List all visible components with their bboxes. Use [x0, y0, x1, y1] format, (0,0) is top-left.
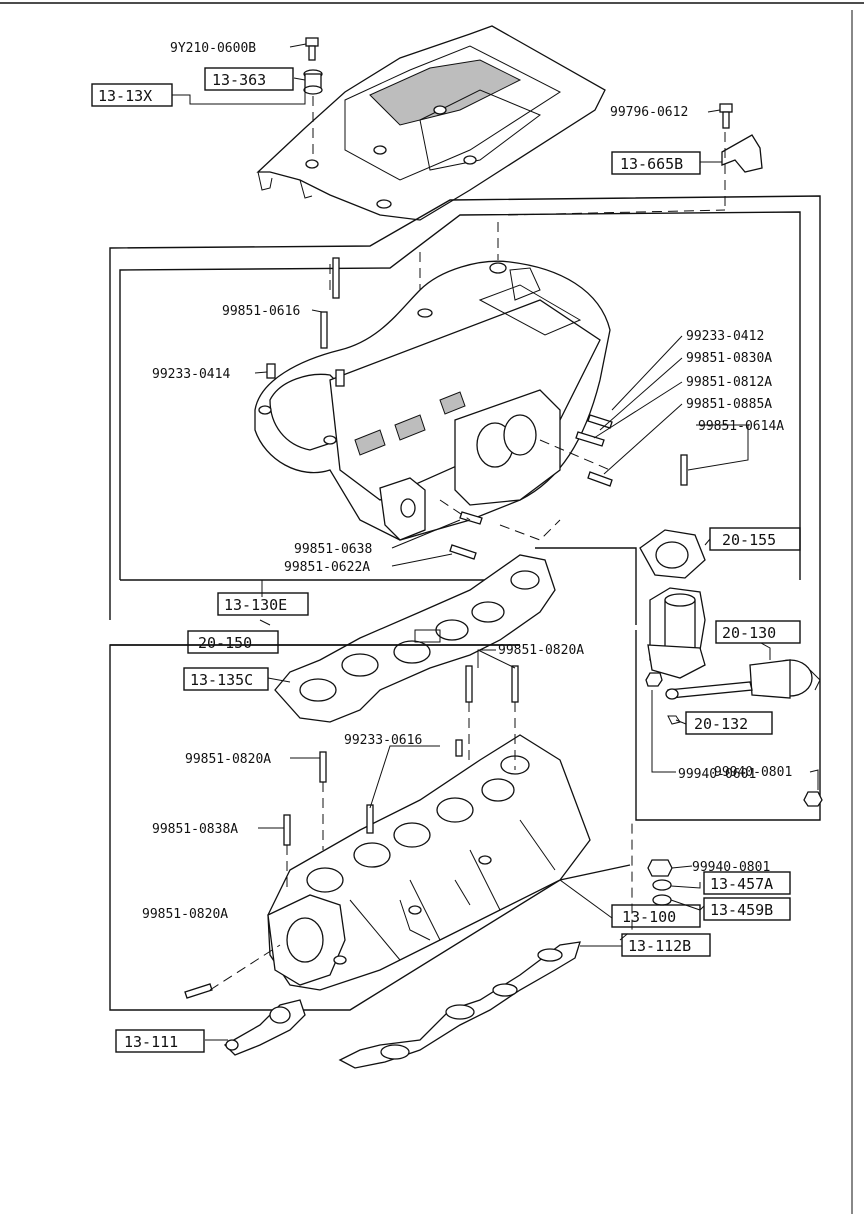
- ref-20-132: 20-132: [694, 715, 748, 733]
- ref-box: [187, 630, 279, 654]
- ref-box: [611, 151, 701, 175]
- ref-box: [183, 667, 269, 691]
- ref-13-130e: 13-130E: [224, 596, 287, 614]
- ref-13-363: 13-363: [212, 71, 266, 89]
- engine-cover: [256, 25, 606, 221]
- gasket-13-112b: [338, 941, 581, 1069]
- bolt-9y210: [305, 37, 319, 61]
- callout-99233-0412: 99233-0412: [686, 329, 764, 344]
- callouts: 9Y210-0600B 99796-0612 99851-0616 99233-…: [142, 41, 792, 922]
- group-outline-20-150: [535, 547, 637, 625]
- callout-99851-0820a-low: 99851-0820A: [142, 907, 228, 922]
- egr-valve-body: [647, 587, 706, 679]
- bracket-13-665b: [719, 103, 763, 173]
- leader-dashed: [329, 209, 726, 290]
- callout-99851-0622a: 99851-0622A: [284, 560, 370, 575]
- ref-13-135c: 13-135C: [190, 671, 253, 689]
- ref-13-112b: 13-112B: [628, 937, 691, 955]
- callout-99851-0838a: 99851-0838A: [152, 822, 238, 837]
- ref-20-150: 20-150: [198, 634, 252, 652]
- ref-box: [715, 620, 801, 644]
- nut-99940-0801: [803, 791, 823, 807]
- gasket-13-111: [223, 999, 306, 1056]
- callout-99851-0830a: 99851-0830A: [686, 351, 772, 366]
- ref-13-665b: 13-665B: [620, 155, 683, 173]
- ref-13-457a: 13-457A: [710, 875, 773, 893]
- nut-99940-0601: [645, 672, 663, 687]
- gasket-20-155: [639, 529, 706, 579]
- boxed-refs: 13-363 13-13X 13-665B 20-155 13-130E 20-…: [91, 67, 801, 1053]
- ref-box: [204, 67, 294, 91]
- ref-box: [91, 83, 173, 107]
- ref-20-130: 20-130: [722, 624, 776, 642]
- ref-box: [611, 904, 701, 928]
- callout-99940-0801-lower: 99940-0801: [692, 860, 770, 875]
- ref-box: [685, 711, 773, 735]
- clip-20-132: [667, 715, 681, 725]
- callout-99851-0638: 99851-0638: [294, 542, 372, 557]
- pin-99233-0414b: [335, 369, 345, 387]
- leader-lines: [172, 43, 819, 1041]
- ref-13-13x: 13-13X: [98, 87, 152, 105]
- callout-99233-0414: 99233-0414: [152, 367, 230, 382]
- callout-9y210: 9Y210-0600B: [170, 41, 256, 56]
- ref-box: [703, 897, 791, 921]
- gasket-13-135c: [274, 554, 556, 723]
- lower-intake-manifold: [267, 734, 591, 991]
- ref-box: [115, 1029, 205, 1053]
- upper-intake-manifold: [254, 260, 611, 541]
- nut-washers: [647, 859, 673, 906]
- callout-99851-0885a: 99851-0885A: [686, 397, 772, 412]
- pin-99233-0414: [266, 363, 276, 379]
- stud-99851-0616: [320, 257, 340, 349]
- callout-99940-0601: 99940-0601: [678, 767, 756, 782]
- egr-actuator-20-130: [665, 659, 821, 700]
- callout-99940-0801-egr: 99940-0801: [714, 765, 792, 780]
- ref-20-155: 20-155: [722, 531, 776, 549]
- callout-99233-0616: 99233-0616: [344, 733, 422, 748]
- ref-box: [703, 871, 791, 895]
- group-outline-13-130e: [119, 211, 801, 580]
- group-outline-20-150: [109, 195, 821, 821]
- callout-99851-0812a: 99851-0812A: [686, 375, 772, 390]
- callout-99851-0616: 99851-0616: [222, 304, 300, 319]
- grommet-13-363: [303, 69, 323, 95]
- ref-13-459b: 13-459B: [710, 901, 773, 919]
- leader-dashed: [439, 439, 611, 541]
- callout-99796: 99796-0612: [610, 105, 688, 120]
- ref-box: [217, 592, 309, 616]
- leader-dashed: [209, 702, 633, 991]
- ref-13-111: 13-111: [124, 1033, 178, 1051]
- ref-13-100: 13-100: [622, 908, 676, 926]
- callout-99851-0614a: 99851-0614A: [698, 419, 784, 434]
- callout-99851-0820a-top: 99851-0820A: [498, 643, 584, 658]
- ref-box: [621, 933, 711, 957]
- ref-box: [709, 527, 801, 551]
- callout-99851-0820a-mid: 99851-0820A: [185, 752, 271, 767]
